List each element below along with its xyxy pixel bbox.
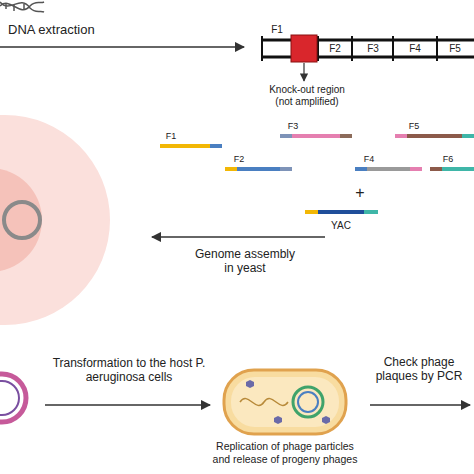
yeast-cell bbox=[0, 115, 110, 325]
fragment-label: F3 bbox=[357, 43, 389, 55]
fragment-label: F2 bbox=[228, 154, 250, 165]
fragment-label: F1 bbox=[160, 131, 182, 142]
step-label: DNA extraction bbox=[8, 22, 158, 38]
cell-shape bbox=[222, 368, 348, 436]
step-label: Check phage plaques by PCR bbox=[366, 355, 472, 384]
step-label: Transformation to the host P. aeruginosa… bbox=[46, 356, 212, 385]
fragment-label: F5 bbox=[403, 121, 425, 132]
process-arrow bbox=[370, 404, 470, 406]
cell-caption: Replication of phage particles and relea… bbox=[210, 440, 360, 465]
fragment-label: F1 bbox=[264, 24, 290, 36]
fragment-label: F3 bbox=[282, 121, 304, 132]
fragment-label: F4 bbox=[400, 43, 430, 55]
dna-fragments bbox=[160, 136, 474, 212]
knockout-note: Knock-out region (not amplified) bbox=[262, 84, 352, 108]
process-arrow bbox=[45, 404, 210, 406]
process-arrow bbox=[0, 46, 244, 48]
fragment-label: F5 bbox=[440, 43, 470, 55]
process-arrow bbox=[152, 236, 325, 238]
fragment-label: F6 bbox=[437, 154, 459, 165]
fragment-label: F2 bbox=[320, 43, 350, 55]
dna-icon bbox=[0, 2, 44, 12]
genome-map bbox=[262, 35, 474, 81]
plus-sign: + bbox=[350, 183, 370, 202]
step-label: Genome assembly in yeast bbox=[190, 247, 300, 276]
vector-label: YAC bbox=[323, 220, 359, 232]
assembled-genome bbox=[0, 374, 26, 422]
fragment-label: F4 bbox=[358, 154, 380, 165]
bacterial-cell: Replication of phage particles and relea… bbox=[222, 368, 348, 436]
